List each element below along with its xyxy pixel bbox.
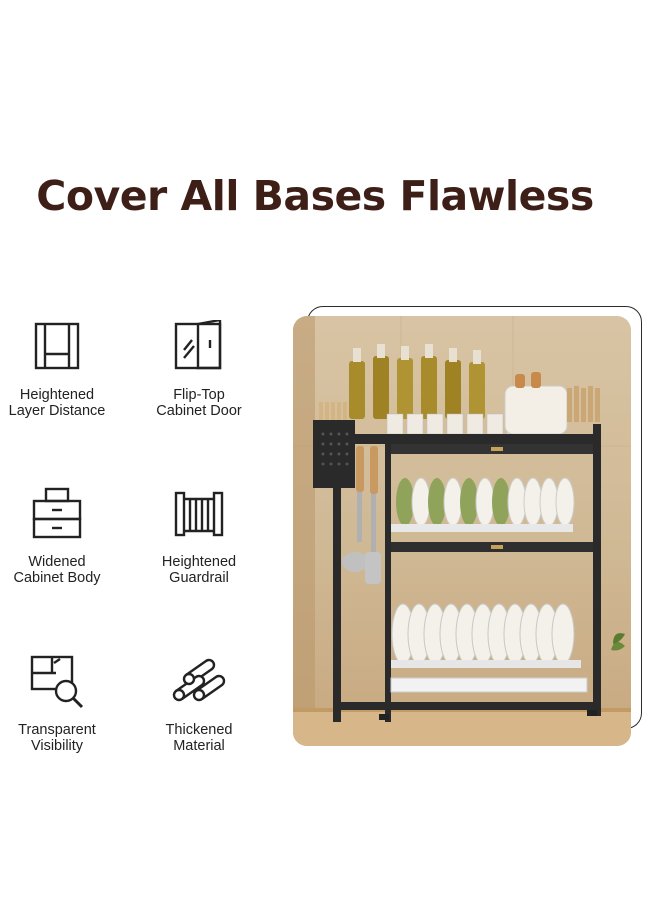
magnifier-window-icon: [30, 655, 84, 709]
layer-distance-icon: [34, 322, 80, 370]
feature-label: Widened Cabinet Body: [13, 554, 101, 586]
feature-label: Flip-Top Cabinet Door: [156, 387, 242, 419]
feature-label: Transparent Visibility: [18, 722, 96, 754]
cabinet-drawers-icon: [32, 487, 82, 539]
feature-thickened: Thickened Material: [139, 655, 259, 754]
dish-rack-illustration: [293, 316, 631, 746]
flip-door-icon: [174, 320, 222, 370]
guardrail-icon: [174, 491, 224, 537]
feature-widened-body: Widened Cabinet Body: [0, 487, 117, 586]
feature-flip-door: Flip-Top Cabinet Door: [139, 320, 259, 419]
feature-label: Thickened Material: [165, 722, 233, 754]
feature-label: Heightened Layer Distance: [8, 387, 106, 419]
feature-transparent: Transparent Visibility: [0, 655, 117, 754]
product-photo: [293, 316, 631, 746]
feature-guardrail: Heightened Guardrail: [139, 487, 259, 586]
stacked-tubes-icon: [172, 658, 226, 702]
feature-layer-distance: Heightened Layer Distance: [0, 320, 117, 419]
headline: Cover All Bases Flawless: [36, 172, 594, 220]
feature-label: Heightened Guardrail: [161, 554, 237, 586]
